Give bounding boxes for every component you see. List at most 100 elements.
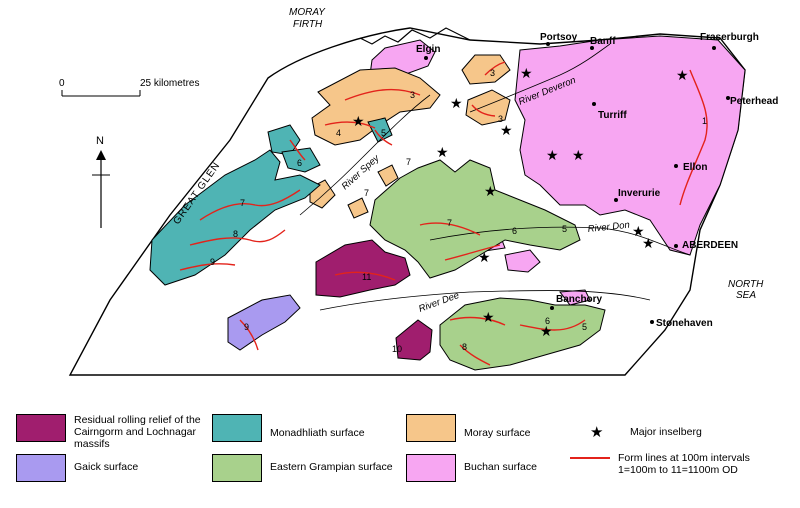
monadhliath-surface-4 — [367, 117, 393, 143]
form-label: 7 — [447, 218, 452, 228]
legend-item-moray: Moray surface — [406, 414, 531, 442]
monadhliath-label: Monadhliath surface — [270, 427, 365, 439]
legend-item-monadhliath: Monadhliath surface — [212, 414, 365, 442]
turriff-label: Turriff — [598, 110, 627, 121]
form-line-labels: 3 3 3 4 5 6 7 7 7 8 9 7 6 5 11 10 9 8 6 … — [210, 68, 707, 354]
legend-item-buchan: Buchan surface — [406, 454, 537, 482]
banchory-label: Banchory — [556, 294, 603, 305]
moray-firth-label-1: MORAY — [289, 7, 326, 18]
eastern-grampian-swatch — [212, 454, 262, 482]
legend-item-inselberg: ★ Major inselberg — [588, 425, 702, 440]
buchan-swatch — [406, 454, 456, 482]
form-label: 3 — [410, 90, 415, 100]
inselbergs: ★ ★ ★ ★ ★ ★ ★ ★ ★ ★ ★ ★ ★ ★ — [352, 66, 689, 340]
moray-label: Moray surface — [464, 427, 531, 439]
inverurie-label: Inverurie — [618, 188, 661, 199]
moray-coastline — [359, 27, 471, 45]
north-label: N — [96, 135, 104, 147]
form-line-swatch — [570, 457, 610, 459]
form-label: 5 — [381, 128, 386, 138]
buchan-surface-main — [514, 35, 746, 256]
residual-label-2: Cairngorm and Lochnagar — [74, 426, 196, 438]
inselberg-star: ★ — [572, 148, 585, 164]
aberdeen-label: ABERDEEN — [682, 240, 738, 251]
ellon-label: Ellon — [683, 162, 707, 173]
peterhead-label: Peterhead — [730, 96, 778, 107]
moray-surface-5 — [347, 197, 369, 219]
buchan-label: Buchan surface — [464, 461, 537, 473]
form-label: 8 — [462, 342, 467, 352]
inselberg-star: ★ — [352, 114, 365, 130]
monadhliath-surface-1 — [149, 149, 321, 286]
residual-label-1: Residual rolling relief of the — [74, 414, 201, 426]
river-don — [429, 226, 691, 256]
elgin-label: Elgin — [416, 44, 440, 55]
scale-bar: 0 25 kilometres — [59, 78, 199, 97]
north-sea-label-1: NORTH — [728, 279, 764, 290]
gaick-surface — [227, 294, 301, 351]
residual-label-3: massifs — [74, 438, 110, 450]
form-label: 10 — [392, 344, 402, 354]
legend-item-residual: Residual rolling relief of the Cairngorm… — [16, 414, 201, 450]
form-label: 3 — [490, 68, 495, 78]
form-label: 9 — [210, 257, 215, 267]
river-dee — [319, 290, 651, 311]
form-label: 6 — [297, 158, 302, 168]
north-sea-label-2: SEA — [736, 290, 756, 301]
legend-item-form-lines: Form lines at 100m intervals 1=100m to 1… — [570, 452, 750, 476]
residual-relief-1 — [315, 239, 411, 298]
inselberg-star: ★ — [540, 324, 553, 340]
form-label: 7 — [406, 157, 411, 167]
legend: Residual rolling relief of the Cairngorm… — [0, 400, 800, 508]
buchan-surface-patch — [504, 249, 541, 273]
form-label: 5 — [582, 322, 587, 332]
monadhliath-surface-3 — [281, 147, 321, 173]
river-spey — [299, 94, 431, 216]
form-label: 7 — [240, 198, 245, 208]
form-lines — [179, 61, 708, 366]
stonehaven-label: Stonehaven — [656, 318, 713, 329]
banff-label: Banff — [590, 36, 616, 47]
inselberg-star: ★ — [520, 66, 533, 82]
fraserburgh-label: Fraserburgh — [700, 32, 759, 43]
inselberg-star: ★ — [500, 123, 513, 139]
form-label: 8 — [233, 229, 238, 239]
form-label: 11 — [362, 272, 371, 282]
eastern-grampian-surface-1 — [369, 159, 581, 279]
form-lines-label-1: Form lines at 100m intervals — [618, 452, 750, 464]
form-label: 4 — [336, 128, 341, 138]
form-label: 3 — [498, 114, 503, 124]
moray-swatch — [406, 414, 456, 442]
town-dots — [424, 42, 730, 324]
residual-swatch — [16, 414, 66, 442]
inselberg-star: ★ — [676, 68, 689, 84]
moray-surface-3 — [465, 89, 511, 126]
inselberg-star: ★ — [546, 148, 559, 164]
portsoy-label: Portsoy — [540, 32, 578, 43]
legend-item-eastern-grampian: Eastern Grampian surface — [212, 454, 393, 482]
inselberg-star: ★ — [436, 145, 449, 161]
residual-relief-2 — [395, 319, 433, 361]
inselberg-star: ★ — [478, 250, 491, 266]
inselberg-star: ★ — [482, 310, 495, 326]
monadhliath-swatch — [212, 414, 262, 442]
river-deveron — [469, 43, 611, 113]
inselberg-star: ★ — [632, 224, 645, 240]
gaick-label: Gaick surface — [74, 461, 139, 473]
inselberg-star: ★ — [450, 96, 463, 112]
gaick-swatch — [16, 454, 66, 482]
eastern-grampian-surface-2 — [439, 297, 606, 371]
moray-surface-2 — [461, 54, 511, 85]
form-label: 6 — [512, 226, 517, 236]
form-label: 9 — [244, 322, 249, 332]
north-arrow: N — [92, 135, 110, 228]
scale-start: 0 — [59, 78, 65, 89]
moray-surface-1 — [311, 67, 441, 146]
eastern-grampian-label: Eastern Grampian surface — [270, 461, 393, 473]
moray-firth-label-2: FIRTH — [293, 19, 323, 30]
river-don-label: River Don — [587, 220, 630, 235]
form-label: 5 — [562, 224, 567, 234]
inselberg-label: Major inselberg — [630, 426, 702, 438]
form-label: 6 — [545, 316, 550, 326]
